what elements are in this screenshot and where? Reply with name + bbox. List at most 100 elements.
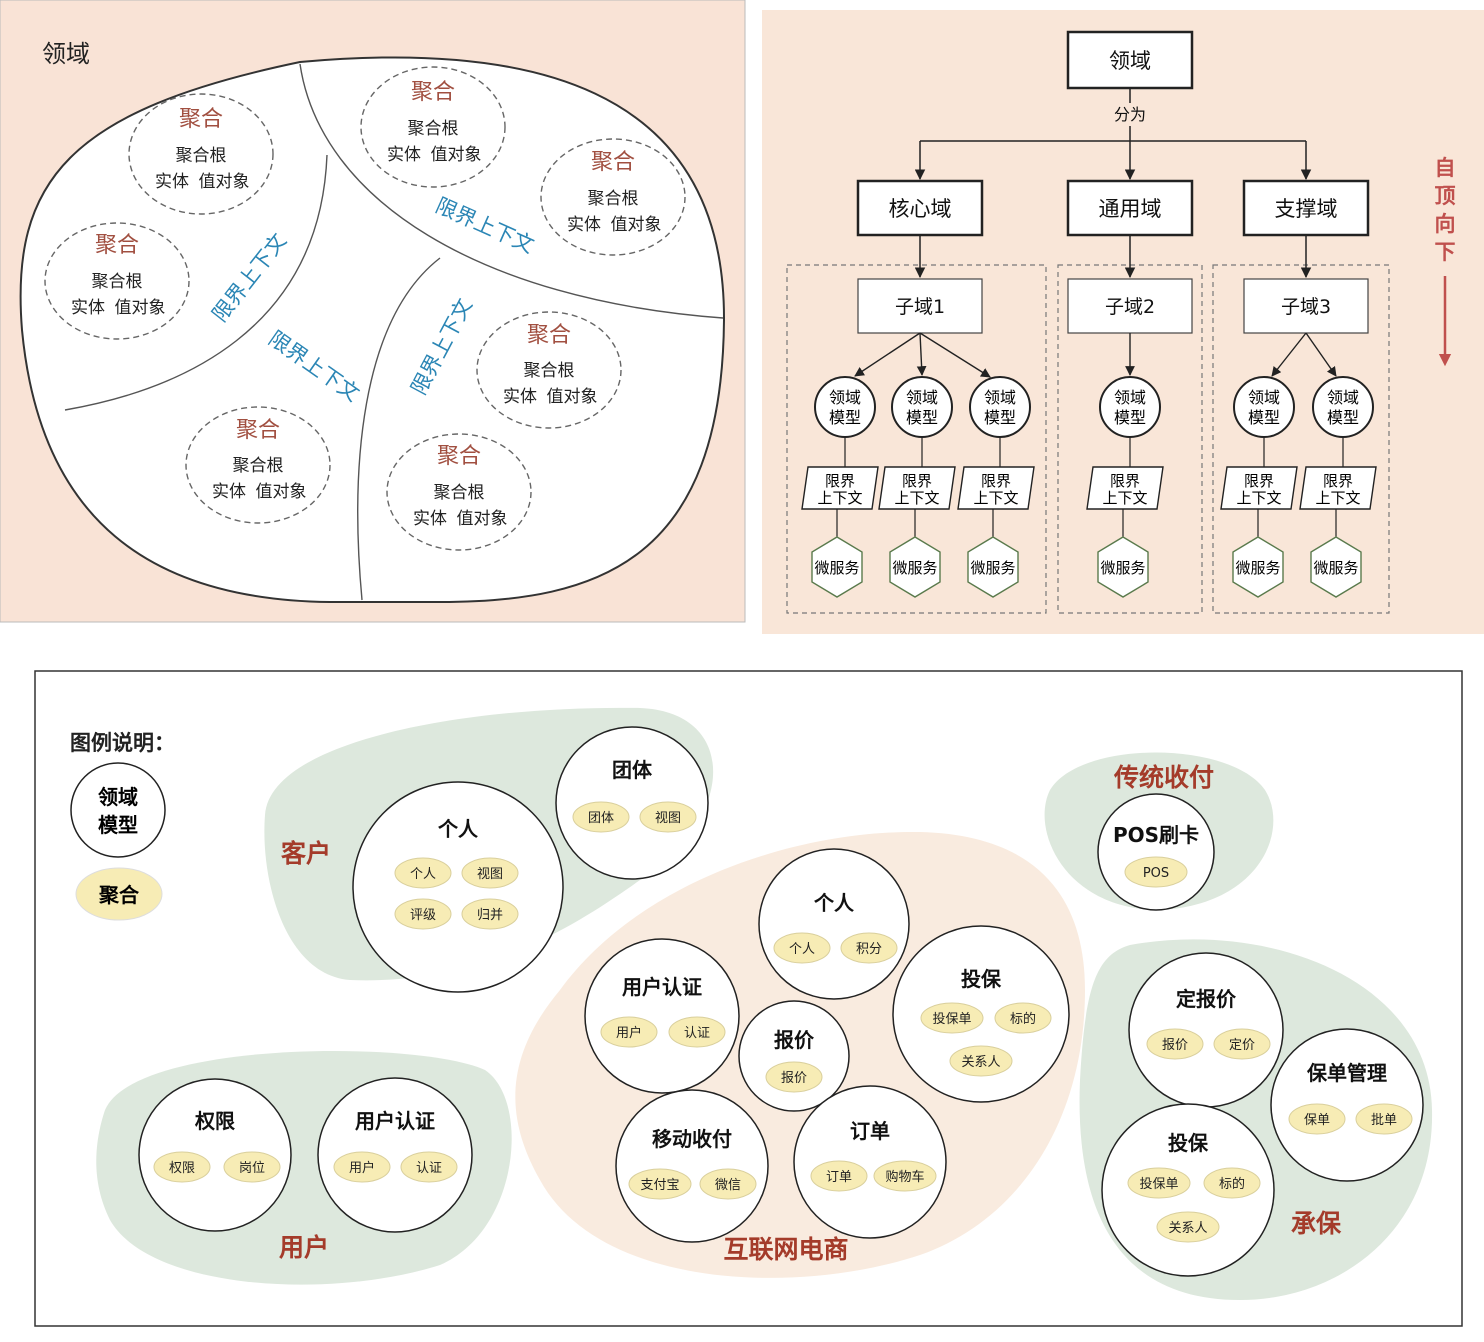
aggregate-root: 聚合根: [233, 456, 284, 476]
domain-model-circle: [1097, 793, 1215, 911]
microservice-node: [1097, 536, 1149, 598]
context-line2: 上下文: [894, 489, 939, 507]
aggregate-value-object: 值对象: [256, 482, 307, 502]
aggregate-value-object: 值对象: [457, 509, 508, 529]
user-region-label: 用户: [279, 1233, 329, 1262]
aggregate-value-object: 值对象: [115, 298, 166, 318]
subdomain-box: [857, 278, 983, 334]
domain-model-node: [814, 376, 876, 438]
aggregate-entity: 实体: [155, 172, 189, 192]
aggregate-pill: [394, 857, 452, 889]
context-line1: 限界: [825, 472, 855, 490]
domain-model-circle: [1270, 1028, 1424, 1182]
microservice-label: 微服务: [970, 559, 1015, 577]
domain-model-circle: [1101, 1103, 1275, 1277]
domain-model-title: 订单: [850, 1119, 890, 1143]
core-domain-label: 核心域: [889, 197, 952, 221]
aggregate-entity: 实体: [413, 509, 447, 529]
aggregate-pill: [572, 801, 630, 833]
domain-model-title: 个人: [813, 891, 855, 915]
aggregate-value-object: 值对象: [611, 215, 662, 235]
aggregate-pill-label: 标的: [1010, 1011, 1036, 1027]
aggregate: 聚合 聚合根 实体 值对象: [476, 311, 622, 429]
microservice-node: [1310, 536, 1362, 598]
aggregate-pill: [840, 932, 898, 964]
bounded-context-node: [1299, 466, 1377, 510]
aggregate-root: 聚合根: [434, 483, 485, 503]
aggregate-title: 聚合: [591, 150, 635, 175]
context-line2: 上下文: [973, 489, 1018, 507]
aggregate-pill-label: 购物车: [885, 1169, 924, 1185]
core-domain-box: [856, 179, 984, 237]
model-line1: 领域: [1327, 388, 1359, 407]
microservice-node: [811, 536, 863, 598]
domain-models-layer: 团体团体视图个人个人视图评级归并POS刷卡POS个人个人积分用户认证用户认证投保…: [138, 726, 1424, 1277]
aggregate-entity: 实体: [212, 482, 246, 502]
aggregate-pill: [1355, 1103, 1413, 1135]
aggregate-pill: [765, 1061, 823, 1093]
context-line1: 限界: [1323, 472, 1353, 490]
domain-model-circle: [758, 848, 910, 1000]
model-column: 领域 模型 限界 上下文 微服务: [1086, 376, 1164, 598]
context-line2: 上下文: [1102, 489, 1147, 507]
domain-model-circle: [1128, 952, 1284, 1108]
customer-region-label: 客户: [281, 839, 331, 868]
aggregate-entity: 实体: [387, 145, 421, 165]
microservice-node: [967, 536, 1019, 598]
aggregate-boundary: [128, 93, 274, 215]
microservice-label: 微服务: [1100, 559, 1145, 577]
aggregate-pill-label: 权限: [169, 1160, 195, 1176]
domain-model-node: [1312, 376, 1374, 438]
aggregate: 聚合 聚合根 实体 值对象: [185, 406, 331, 524]
aggregate-pill: [394, 898, 452, 930]
legend-domain-model-node: [70, 762, 166, 858]
aggregate: 聚合 聚合根 实体 值对象: [360, 66, 506, 188]
arrow: [1271, 332, 1307, 377]
underwriting-region-label: 承保: [1291, 1209, 1342, 1238]
generic-domain-label: 通用域: [1099, 197, 1162, 221]
aggregate: 聚合 聚合根 实体 值对象: [128, 93, 274, 215]
aggregate-title: 聚合: [236, 418, 280, 443]
domain-model-title: 投保: [961, 967, 1002, 991]
domain-model: 团体团体视图: [555, 726, 709, 880]
domain-model: 投保投保单标的关系人: [1101, 1103, 1275, 1277]
aggregate-pill: [1146, 1028, 1204, 1060]
legend-model-line2: 模型: [98, 813, 138, 837]
core-group-boundary: [786, 264, 1047, 614]
aggregate-pill-label: 用户: [616, 1025, 642, 1041]
domain-model-title: 报价: [774, 1028, 815, 1052]
legend-model-line1: 领域: [98, 785, 138, 809]
aggregate-root: 聚合根: [588, 189, 639, 209]
microservice-label: 微服务: [814, 559, 859, 577]
aggregate-boundary: [360, 66, 506, 188]
aggregate-boundary: [185, 406, 331, 524]
model-line2: 模型: [984, 408, 1016, 427]
aggregate-pill-label: 关系人: [1168, 1221, 1207, 1236]
aggregate-pill-label: 批单: [1371, 1113, 1397, 1128]
aggregate-pill: [333, 1151, 391, 1183]
context-line1: 限界: [902, 472, 932, 490]
microservice-label: 微服务: [892, 559, 937, 577]
aggregate-pill-label: 团体: [588, 811, 614, 826]
domain-model-title: 定报价: [1176, 987, 1237, 1011]
domain-model-title: 保单管理: [1306, 1061, 1387, 1085]
domain-model: 个人个人积分: [758, 848, 910, 1000]
generic-domain-box: [1066, 179, 1194, 237]
domain-model-node: [969, 376, 1031, 438]
domain-model: 订单订单购物车: [793, 1085, 947, 1239]
legend-aggregate-node: [75, 867, 163, 921]
direction-char: 自: [1435, 156, 1456, 180]
model-line1: 领域: [1248, 388, 1280, 407]
ecommerce-region-label: 互联网电商: [723, 1235, 848, 1264]
arrow: [919, 332, 991, 378]
aggregate-pill-label: 积分: [856, 942, 882, 957]
domain-model-node: [1233, 376, 1295, 438]
context-line2: 上下文: [1315, 489, 1360, 507]
domain-model-circle: [555, 726, 709, 880]
context-line2: 上下文: [1236, 489, 1281, 507]
context-line1: 限界: [1110, 472, 1140, 490]
aggregate-pill-label: 订单: [826, 1170, 852, 1185]
domain-model: 保单管理保单批单: [1270, 1028, 1424, 1182]
